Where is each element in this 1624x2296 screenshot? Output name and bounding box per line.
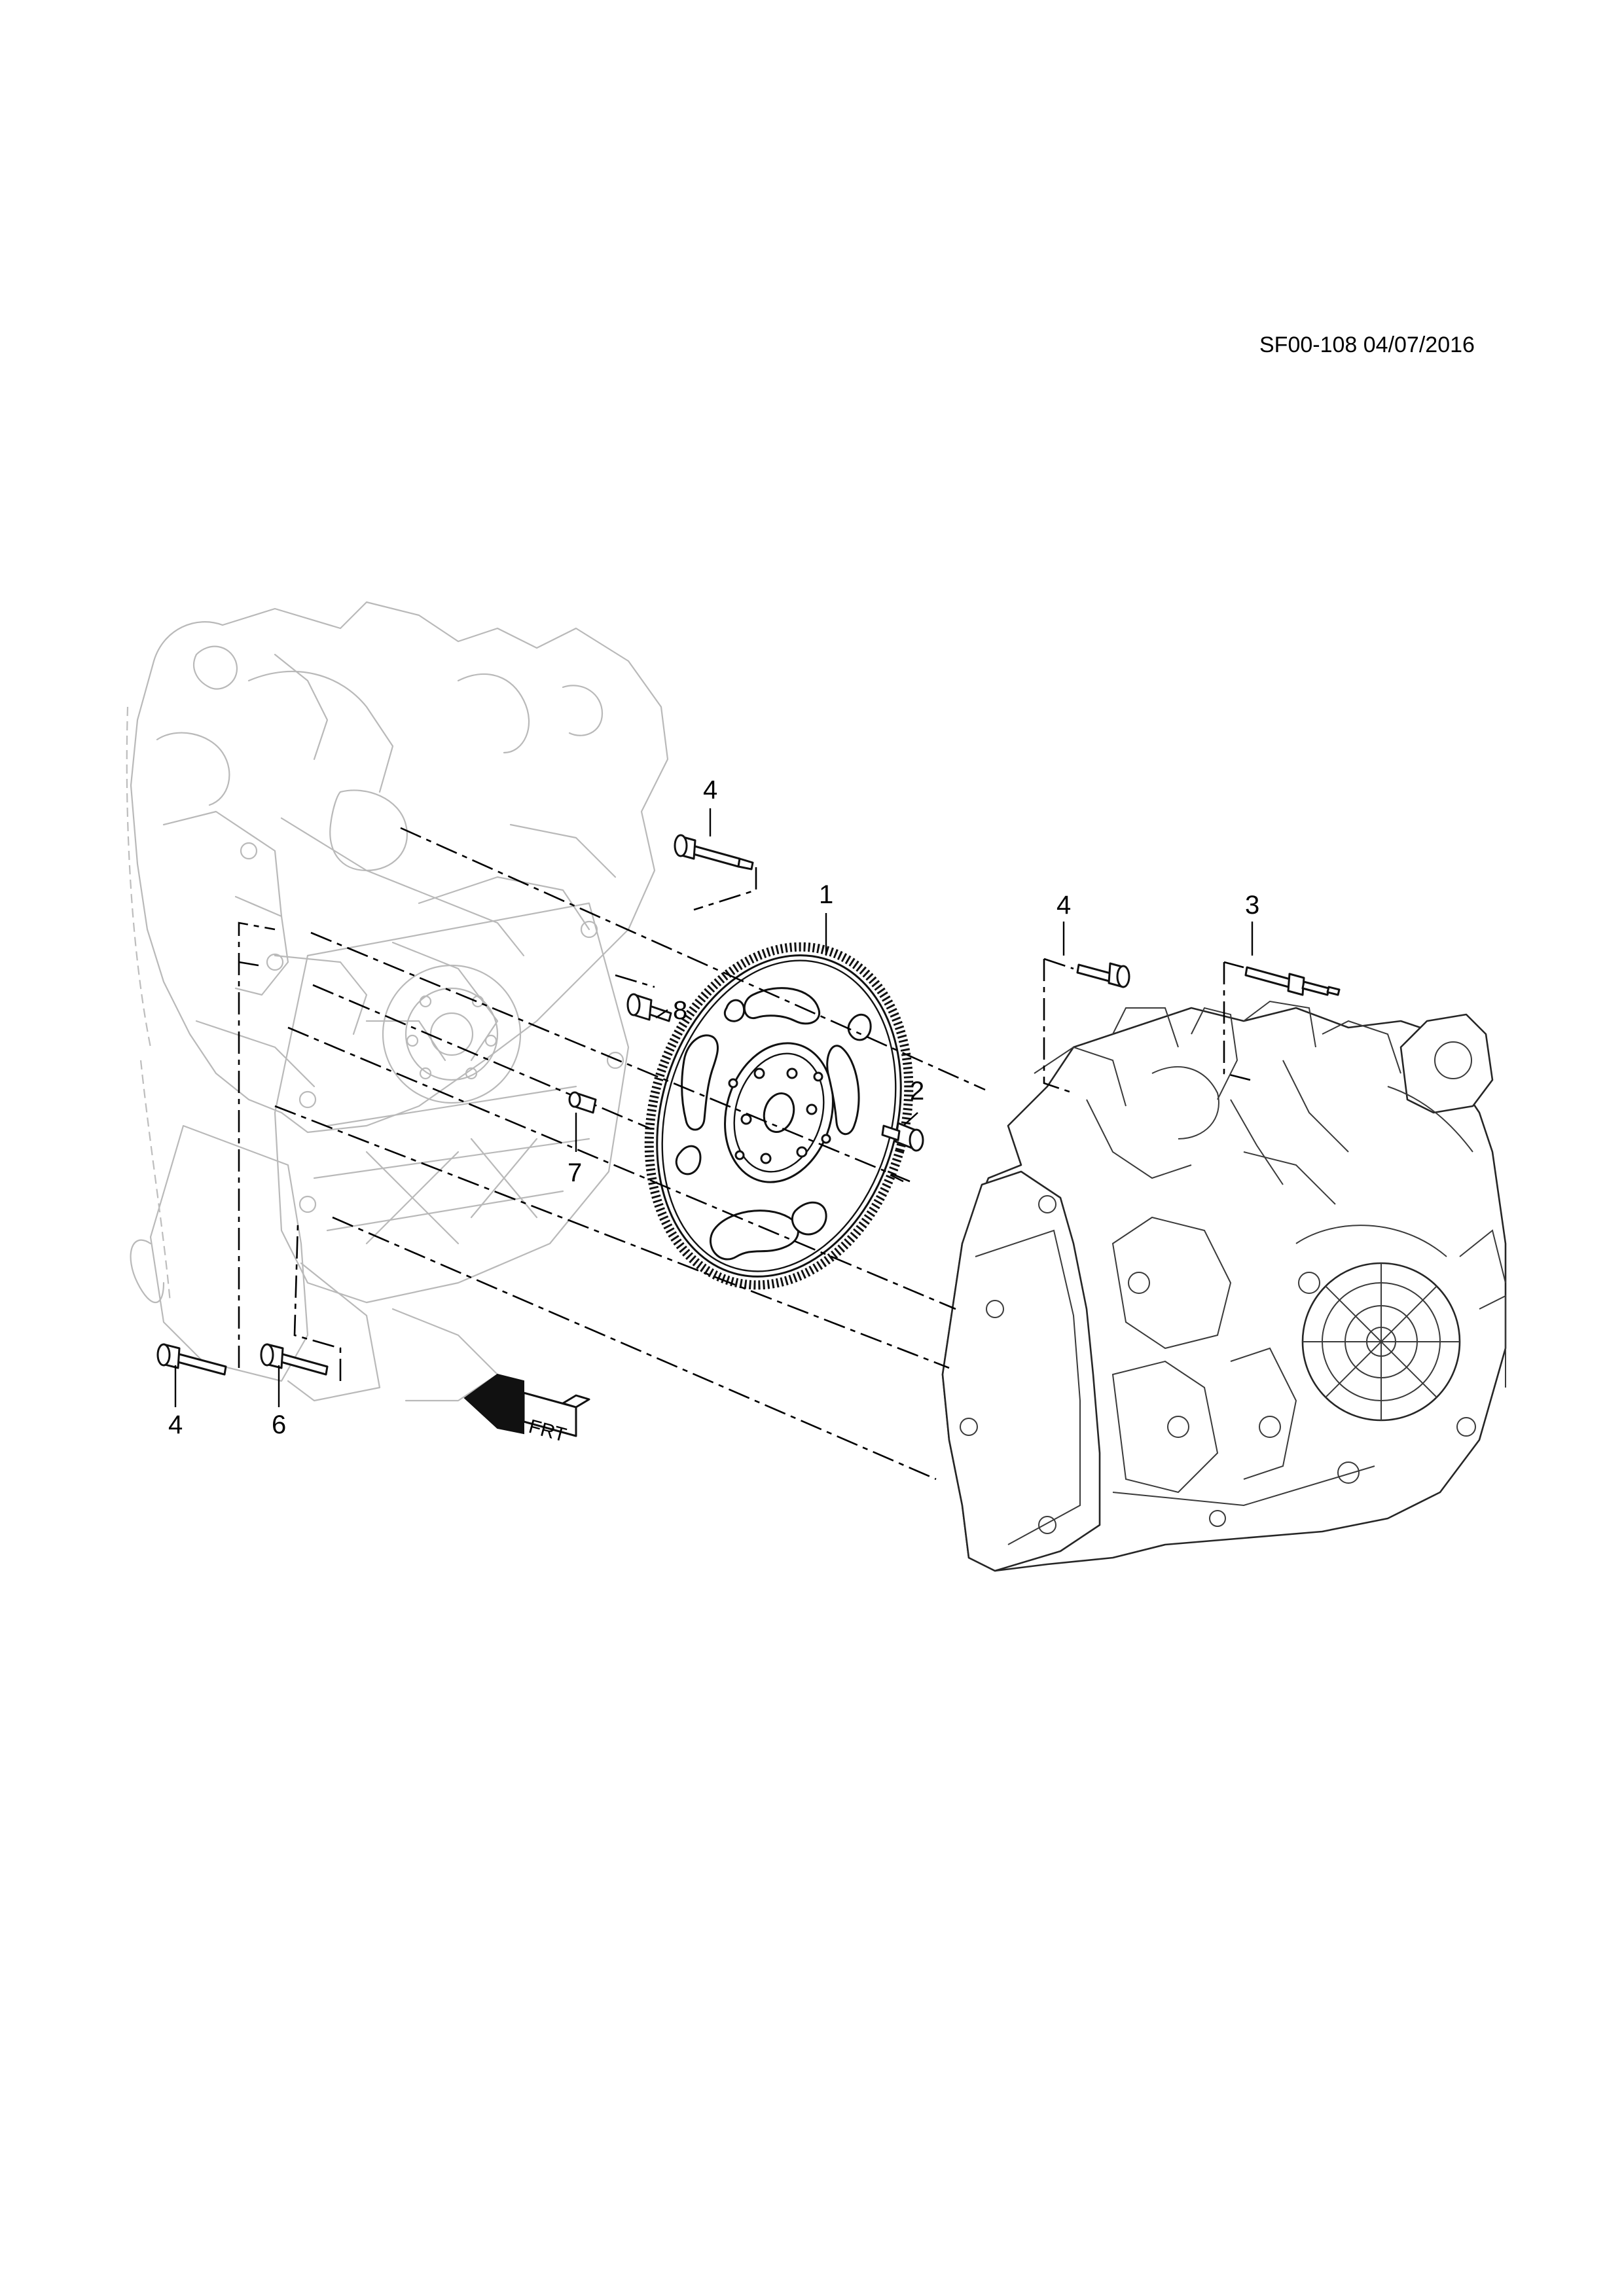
- callout-3: 3: [1245, 891, 1259, 920]
- engine-block-ghost: [126, 601, 669, 1402]
- bolt-6: [260, 1343, 329, 1376]
- front-direction-arrow-icon: FRT: [463, 1373, 590, 1446]
- bolt-4-top: [674, 834, 754, 870]
- callout-2: 2: [910, 1077, 924, 1105]
- assembly-lines: [238, 827, 1251, 1480]
- transmission-assembly: [941, 1000, 1507, 1572]
- callout-4-top: 4: [703, 776, 717, 804]
- callout-7: 7: [568, 1158, 582, 1187]
- flexplate-part-1: [644, 942, 914, 1290]
- callout-8: 8: [673, 996, 687, 1025]
- diagram-reference-code: SF00-108 04/07/2016: [1259, 332, 1475, 357]
- callout-leaders: [174, 808, 1254, 1407]
- bolt-2: [881, 1122, 924, 1152]
- bolt-8: [626, 993, 672, 1022]
- callout-6: 6: [272, 1410, 286, 1439]
- stud-3: [1244, 966, 1341, 996]
- bolt-4-bottom: [156, 1343, 227, 1376]
- callout-4-right: 4: [1056, 891, 1071, 920]
- dowel-7: [568, 1091, 597, 1114]
- callout-1: 1: [819, 880, 833, 909]
- callout-4-bottom: 4: [168, 1410, 183, 1439]
- bolt-4-right: [1076, 962, 1130, 988]
